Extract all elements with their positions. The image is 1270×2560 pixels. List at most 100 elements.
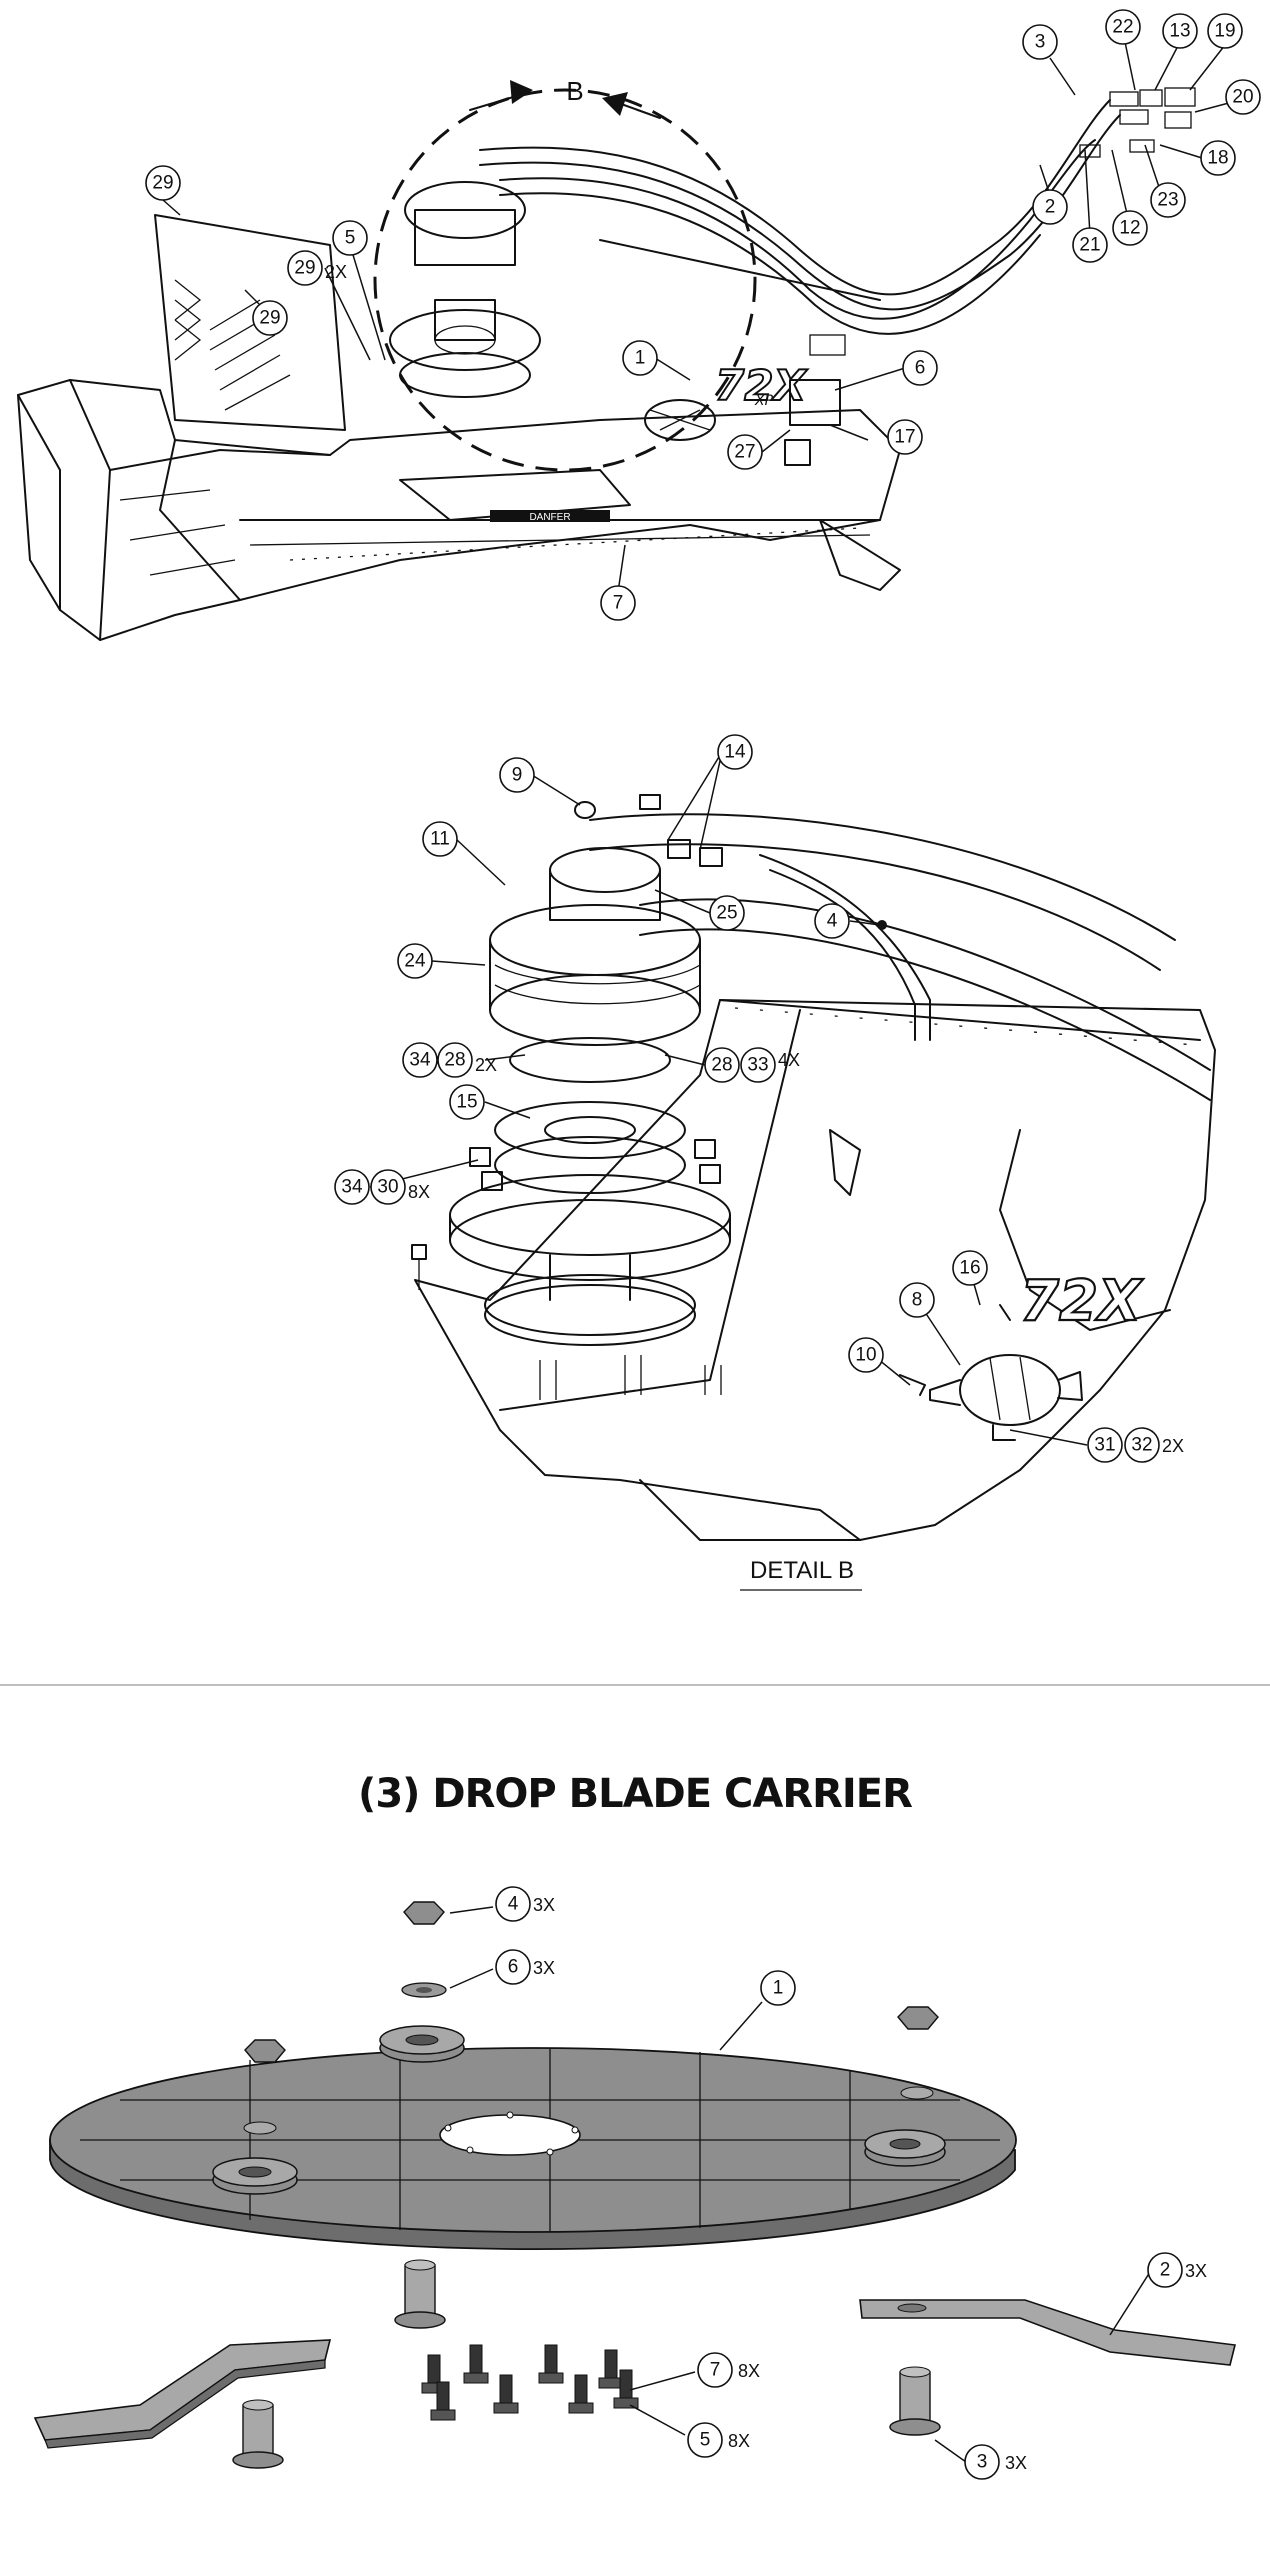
callout-5-carrier: 5 [687, 2422, 723, 2458]
qty-29-top-b: 2X [325, 262, 347, 282]
qty-6-carrier: 3X [533, 1958, 555, 1978]
qty-30-detail: 8X [408, 1182, 430, 1202]
callout-29-top-b: 29 [287, 250, 323, 286]
callout-30-detail: 30 [370, 1169, 406, 1205]
svg-text:31: 31 [1094, 1435, 1115, 1456]
callout-28-detail-a: 28 [437, 1042, 473, 1078]
svg-text:24: 24 [404, 951, 426, 972]
callout-8-detail: 8 [899, 1282, 935, 1318]
callout-3-top: 3 [1022, 24, 1058, 60]
detail-b-drawing: 72X DETAIL B [411, 794, 1216, 1591]
callout-6-top: 6 [902, 350, 938, 386]
svg-text:20: 20 [1232, 87, 1253, 108]
callout-10-detail: 10 [848, 1337, 884, 1373]
callout-21-top: 21 [1072, 227, 1108, 263]
svg-text:1: 1 [773, 1978, 784, 1999]
svg-text:27: 27 [734, 442, 755, 463]
svg-text:11: 11 [430, 829, 450, 850]
callout-32-detail: 32 [1124, 1427, 1160, 1463]
carrier-section-title: (3) DROP BLADE CARRIER [358, 1771, 912, 1817]
svg-text:3: 3 [1035, 32, 1046, 53]
callout-18-top: 18 [1200, 140, 1236, 176]
callout-19-top: 19 [1207, 13, 1243, 49]
callout-33-detail: 33 [740, 1047, 776, 1083]
qty-5-carrier: 8X [728, 2431, 750, 2451]
svg-text:25: 25 [716, 903, 737, 924]
svg-text:6: 6 [508, 1957, 519, 1978]
qty-32-detail: 2X [1162, 1436, 1184, 1456]
callout-15-detail: 15 [449, 1084, 485, 1120]
callout-2-top: 2 [1032, 189, 1068, 225]
callout-27-top: 27 [727, 434, 763, 470]
callout-20-top: 20 [1225, 79, 1261, 115]
svg-text:33: 33 [747, 1055, 768, 1076]
mower-overview-drawing: DANFER 72X XP [17, 76, 1196, 641]
deck-decal-suffix: XP [754, 393, 774, 409]
carrier-drawing [33, 1901, 1236, 2469]
callout-22-top: 22 [1105, 9, 1141, 45]
svg-text:29: 29 [259, 308, 280, 329]
svg-text:5: 5 [345, 228, 356, 249]
callout-29-top-a: 29 [145, 165, 181, 201]
callout-5-top: 5 [332, 220, 368, 256]
deck-decal-model: 72X [715, 361, 808, 410]
callout-17-top: 17 [887, 419, 923, 455]
callout-9-detail: 9 [499, 757, 535, 793]
svg-text:1: 1 [635, 348, 646, 369]
mower-overview-callouts: 29 5 29 2X 29 1 6 27 17 7 3 22 13 19 20 … [145, 9, 1261, 621]
svg-text:21: 21 [1079, 235, 1100, 256]
callout-14-detail: 14 [717, 734, 753, 770]
svg-text:18: 18 [1207, 148, 1228, 169]
callout-23-top: 23 [1150, 182, 1186, 218]
svg-text:30: 30 [377, 1177, 398, 1198]
svg-text:34: 34 [409, 1050, 431, 1071]
svg-text:7: 7 [710, 2360, 721, 2381]
callout-7-carrier: 7 [697, 2352, 733, 2388]
deck-skirt-label: DANFER [529, 512, 570, 523]
qty-33-detail: 4X [778, 1050, 800, 1070]
svg-text:2: 2 [1160, 2260, 1171, 2281]
qty-4-carrier: 3X [533, 1895, 555, 1915]
svg-text:4: 4 [508, 1894, 519, 1915]
callout-1-top: 1 [622, 340, 658, 376]
callout-12-top: 12 [1112, 210, 1148, 246]
callout-4-detail: 4 [814, 903, 850, 939]
svg-text:13: 13 [1169, 21, 1190, 42]
detail-decal-model: 72X [1020, 1269, 1144, 1334]
callout-25-detail: 25 [709, 895, 745, 931]
callout-6-carrier: 6 [495, 1949, 531, 1985]
svg-text:19: 19 [1214, 21, 1235, 42]
svg-text:15: 15 [456, 1092, 477, 1113]
callout-29-top-c: 29 [252, 300, 288, 336]
svg-text:2: 2 [1045, 197, 1056, 218]
callout-3-carrier: 3 [964, 2444, 1000, 2480]
svg-text:28: 28 [444, 1050, 465, 1071]
svg-text:6: 6 [915, 358, 926, 379]
callout-34-detail-b: 34 [334, 1169, 370, 1205]
svg-text:17: 17 [894, 427, 915, 448]
callout-24-detail: 24 [397, 943, 433, 979]
callout-34-detail-a: 34 [402, 1042, 438, 1078]
callout-16-detail: 16 [952, 1250, 988, 1286]
callout-4-carrier: 4 [495, 1886, 531, 1922]
svg-text:28: 28 [711, 1055, 732, 1076]
callout-31-detail: 31 [1087, 1427, 1123, 1463]
svg-text:14: 14 [724, 742, 746, 763]
qty-28-detail-a: 2X [475, 1055, 497, 1075]
svg-text:5: 5 [700, 2430, 711, 2451]
svg-text:29: 29 [152, 173, 173, 194]
svg-text:9: 9 [512, 765, 523, 786]
callout-1-carrier: 1 [760, 1970, 796, 2006]
callout-28-detail-b: 28 [704, 1047, 740, 1083]
qty-7-carrier: 8X [738, 2361, 760, 2381]
svg-text:32: 32 [1131, 1435, 1152, 1456]
svg-text:10: 10 [855, 1345, 876, 1366]
svg-text:3: 3 [977, 2452, 988, 2473]
svg-text:22: 22 [1112, 17, 1133, 38]
svg-text:23: 23 [1157, 190, 1178, 211]
svg-text:29: 29 [294, 258, 315, 279]
callout-7-top: 7 [600, 585, 636, 621]
svg-text:8: 8 [912, 1290, 923, 1311]
qty-2-carrier: 3X [1185, 2261, 1207, 2281]
